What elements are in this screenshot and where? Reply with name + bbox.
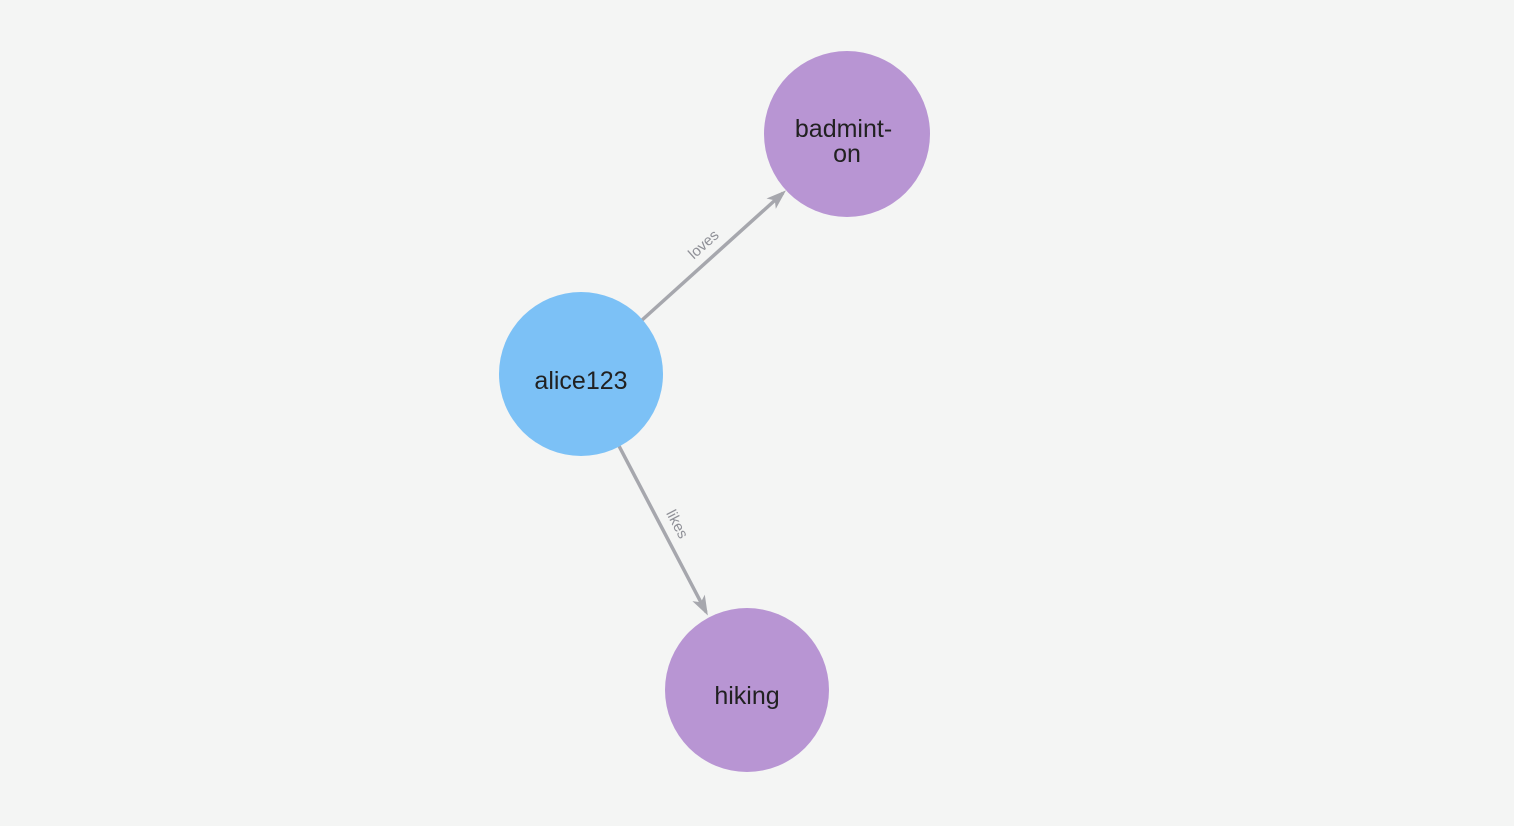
node-hiking[interactable]: hiking (665, 608, 829, 772)
edge-label-loves: loves (685, 227, 722, 263)
edge-line-likes[interactable] (617, 445, 708, 616)
edge-alice123-likes-hiking[interactable]: likes (617, 445, 708, 616)
node-alice123[interactable]: alice123 (499, 292, 663, 456)
node-circle-badminton[interactable] (764, 51, 930, 217)
node-circle-alice123[interactable] (499, 292, 663, 456)
node-circle-hiking[interactable] (665, 608, 829, 772)
node-badminton[interactable]: badmint- on (764, 51, 930, 217)
edge-alice123-loves-badminton[interactable]: loves (639, 190, 786, 323)
edge-line-loves[interactable] (639, 190, 786, 323)
